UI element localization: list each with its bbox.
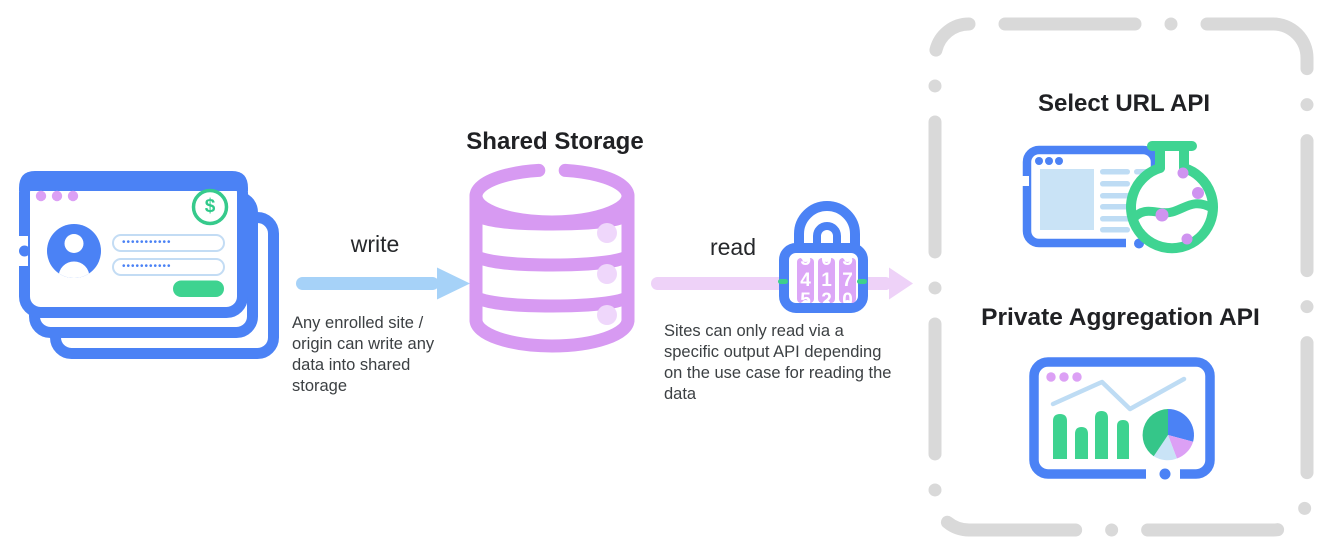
lock-dial-3: 5 7 0 bbox=[839, 258, 856, 303]
dial-digit-partial: 5 bbox=[842, 258, 853, 270]
dial-digit-partial: 5 bbox=[800, 258, 811, 270]
write-description: Any enrolled site / origin can write any… bbox=[292, 314, 435, 396]
lock-dial-1: 5 4 5 bbox=[797, 258, 814, 303]
dial-digit-partial: 0 bbox=[821, 258, 832, 270]
password-field-1: ••••••••••• bbox=[112, 234, 225, 252]
read-description: Sites can only read via a specific outpu… bbox=[664, 322, 892, 404]
avatar bbox=[47, 224, 101, 278]
write-label: write bbox=[350, 231, 400, 257]
select-url-api-title: Select URL API bbox=[1037, 90, 1211, 117]
read-label: read bbox=[709, 234, 757, 260]
window-titlebar bbox=[19, 171, 248, 191]
shared-storage-icon bbox=[469, 163, 635, 353]
write-arrow bbox=[296, 267, 470, 300]
dial-tick-right bbox=[857, 279, 867, 284]
dollar-circle-icon bbox=[191, 188, 229, 226]
lock-dial-2: 0 1 2 bbox=[818, 258, 835, 303]
flask-bubbles bbox=[1155, 167, 1204, 245]
private-aggregation-api-icon bbox=[1029, 357, 1215, 481]
dial-tick-left bbox=[778, 279, 788, 284]
output-apis-boundary bbox=[928, 17, 1314, 537]
private-aggregation-api-title: Private Aggregation API bbox=[981, 304, 1260, 331]
dial-digit-partial: 0 bbox=[842, 290, 853, 303]
select-url-api-icon bbox=[1019, 141, 1218, 254]
dial-digit-partial: 5 bbox=[800, 290, 811, 303]
dial-digit: 7 bbox=[842, 269, 853, 291]
line-chart-icon bbox=[1050, 376, 1187, 412]
storage-record-dots bbox=[597, 223, 617, 325]
submit-button-icon bbox=[173, 280, 224, 297]
pie-chart-icon bbox=[1142, 409, 1194, 461]
password-field-2: ••••••••••• bbox=[112, 258, 225, 276]
dollar-sign: $ bbox=[204, 196, 216, 217]
dial-digit: 4 bbox=[800, 269, 811, 291]
dial-digit: 1 bbox=[821, 269, 832, 291]
window-dots-icon bbox=[35, 190, 79, 202]
bar-chart-icon bbox=[1053, 411, 1129, 459]
window-dots-icon bbox=[1046, 372, 1082, 382]
shared-storage-title: Shared Storage bbox=[466, 128, 644, 155]
flask-icon bbox=[1126, 141, 1218, 254]
dial-digit-partial: 2 bbox=[821, 290, 832, 303]
